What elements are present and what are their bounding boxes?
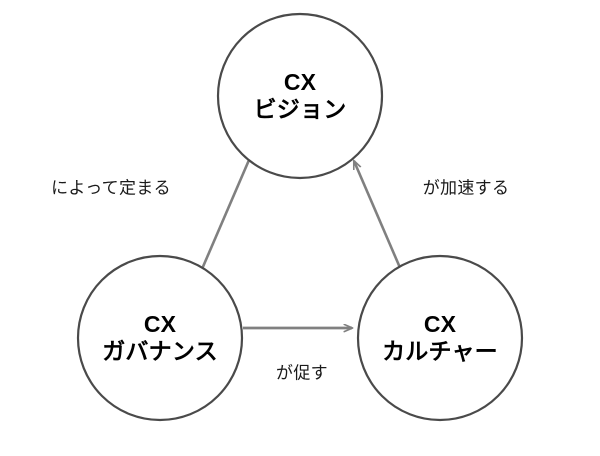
edge-label-governance-to-culture: が促す [276,363,328,383]
node-circle-governance[interactable] [76,254,244,422]
edge-label-vision-to-governance: によって定まる [51,178,171,198]
arrow-vision-to-governance [197,159,251,276]
node-circle-culture[interactable] [356,254,524,422]
arrow-culture-to-vision [352,161,406,278]
edge-label-culture-to-vision: が加速する [422,178,510,198]
node-circle-vision[interactable] [216,12,384,180]
